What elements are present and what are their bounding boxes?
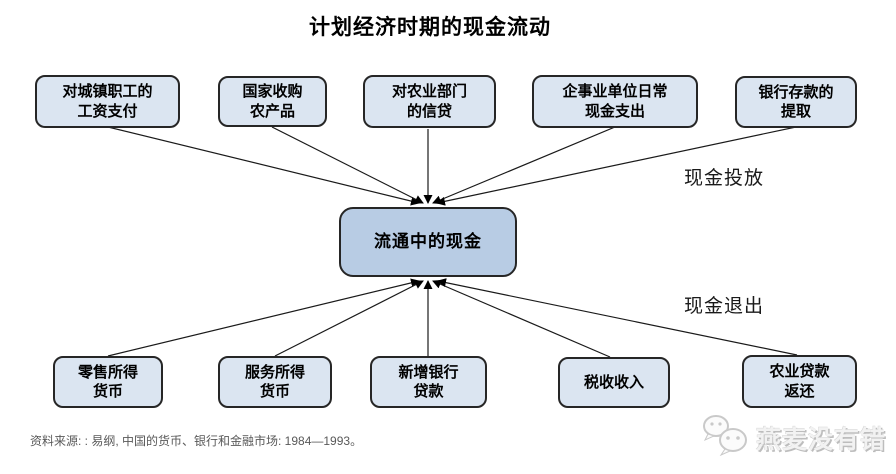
node-label: 农业贷款 返还 — [769, 363, 830, 400]
node-label: 银行存款的 提取 — [758, 83, 834, 121]
node-tax-revenue: 税收收入 — [558, 357, 670, 408]
source-note: 资料来源: : 易纲, 中国的货币、银行和金融市场: 1984—1993。 — [30, 434, 363, 448]
node-label: 税收收入 — [583, 373, 644, 391]
node-new-bank-loans: 新增银行 贷款 — [370, 356, 487, 408]
wechat-icon — [701, 414, 751, 461]
node-enterprise-cash-outlay: 企事业单位日常 现金支出 — [532, 75, 698, 128]
page-title: 计划经济时期的现金流动 — [309, 16, 551, 39]
node-label: 新增银行 贷款 — [398, 363, 459, 401]
node-agri-credit: 对农业部门 的信贷 — [363, 75, 496, 128]
label-cash-injection: 现金投放 — [684, 168, 765, 189]
node-service-money: 服务所得 货币 — [218, 356, 332, 408]
node-cash-in-circulation: 流通中的现金 — [339, 207, 517, 277]
node-label: 流通中的现金 — [374, 231, 482, 251]
node-label: 零售所得 货币 — [77, 363, 138, 401]
node-wage-payment: 对城镇职工的 工资支付 — [35, 75, 180, 128]
watermark-text: 燕麦没有错 — [756, 425, 887, 454]
node-retail-money: 零售所得 货币 — [53, 356, 163, 408]
node-state-purchase: 国家收购 农产品 — [218, 76, 327, 127]
node-label: 服务所得 货币 — [244, 363, 305, 401]
node-label: 国家收购 农产品 — [242, 83, 303, 120]
node-deposit-withdrawal: 银行存款的 提取 — [735, 76, 857, 128]
node-label: 对农业部门 的信贷 — [391, 83, 467, 120]
node-agri-loan-repayment: 农业贷款 返还 — [742, 355, 857, 408]
label-cash-withdrawal: 现金退出 — [684, 296, 765, 317]
node-label: 对城镇职工的 工资支付 — [62, 83, 153, 120]
watermark: 燕麦没有错 — [701, 414, 886, 461]
node-label: 企事业单位日常 现金支出 — [562, 83, 668, 120]
